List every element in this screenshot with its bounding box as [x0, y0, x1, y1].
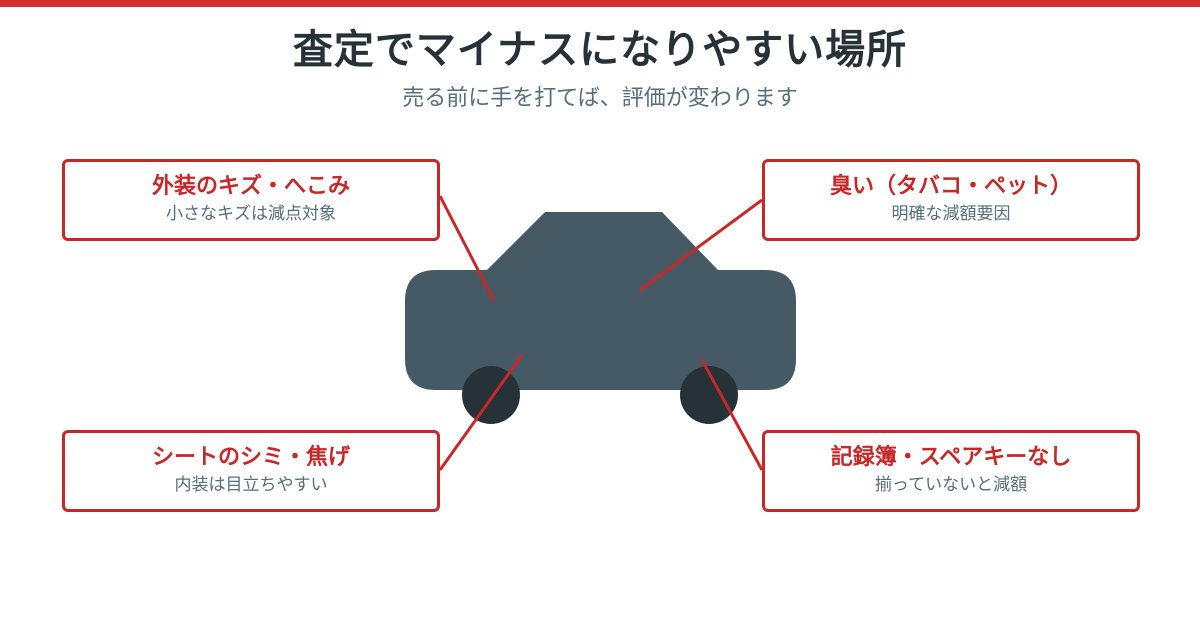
callout-title: 記録簿・スペアキーなし: [830, 445, 1072, 470]
connector-line-exterior: [438, 195, 496, 302]
connector-line-seat: [438, 354, 524, 471]
connector-line-records: [700, 359, 764, 471]
car-body: [405, 212, 796, 390]
connector-line-odor: [639, 198, 763, 292]
top-accent-bar: [0, 0, 1200, 7]
callout-title: 臭い（タバコ・ペット）: [829, 174, 1072, 199]
callout-description: 揃っていないと減額: [874, 475, 1028, 495]
page-title: 査定でマイナスになりやすい場所: [292, 27, 908, 73]
callout-title: 外装のキズ・へこみ: [151, 174, 350, 199]
callout-description: 内装は目立ちやすい: [174, 475, 328, 495]
wheel-icon: [680, 366, 738, 424]
wheel-icon: [462, 366, 520, 424]
callout-odor: 臭い（タバコ・ペット） 明確な減額要因: [762, 159, 1140, 241]
callout-description: 明確な減額要因: [891, 204, 1011, 224]
callout-records-keys: 記録簿・スペアキーなし 揃っていないと減額: [762, 430, 1140, 512]
callout-title: シートのシミ・焦げ: [151, 445, 350, 470]
callout-seat-stains: シートのシミ・焦げ 内装は目立ちやすい: [62, 430, 440, 512]
callout-exterior-damage: 外装のキズ・へこみ 小さなキズは減点対象: [62, 159, 440, 241]
page-subtitle: 売る前に手を打てば、評価が変わります: [402, 86, 798, 111]
callout-description: 小さなキズは減点対象: [166, 204, 336, 224]
car-icon: [405, 212, 796, 424]
